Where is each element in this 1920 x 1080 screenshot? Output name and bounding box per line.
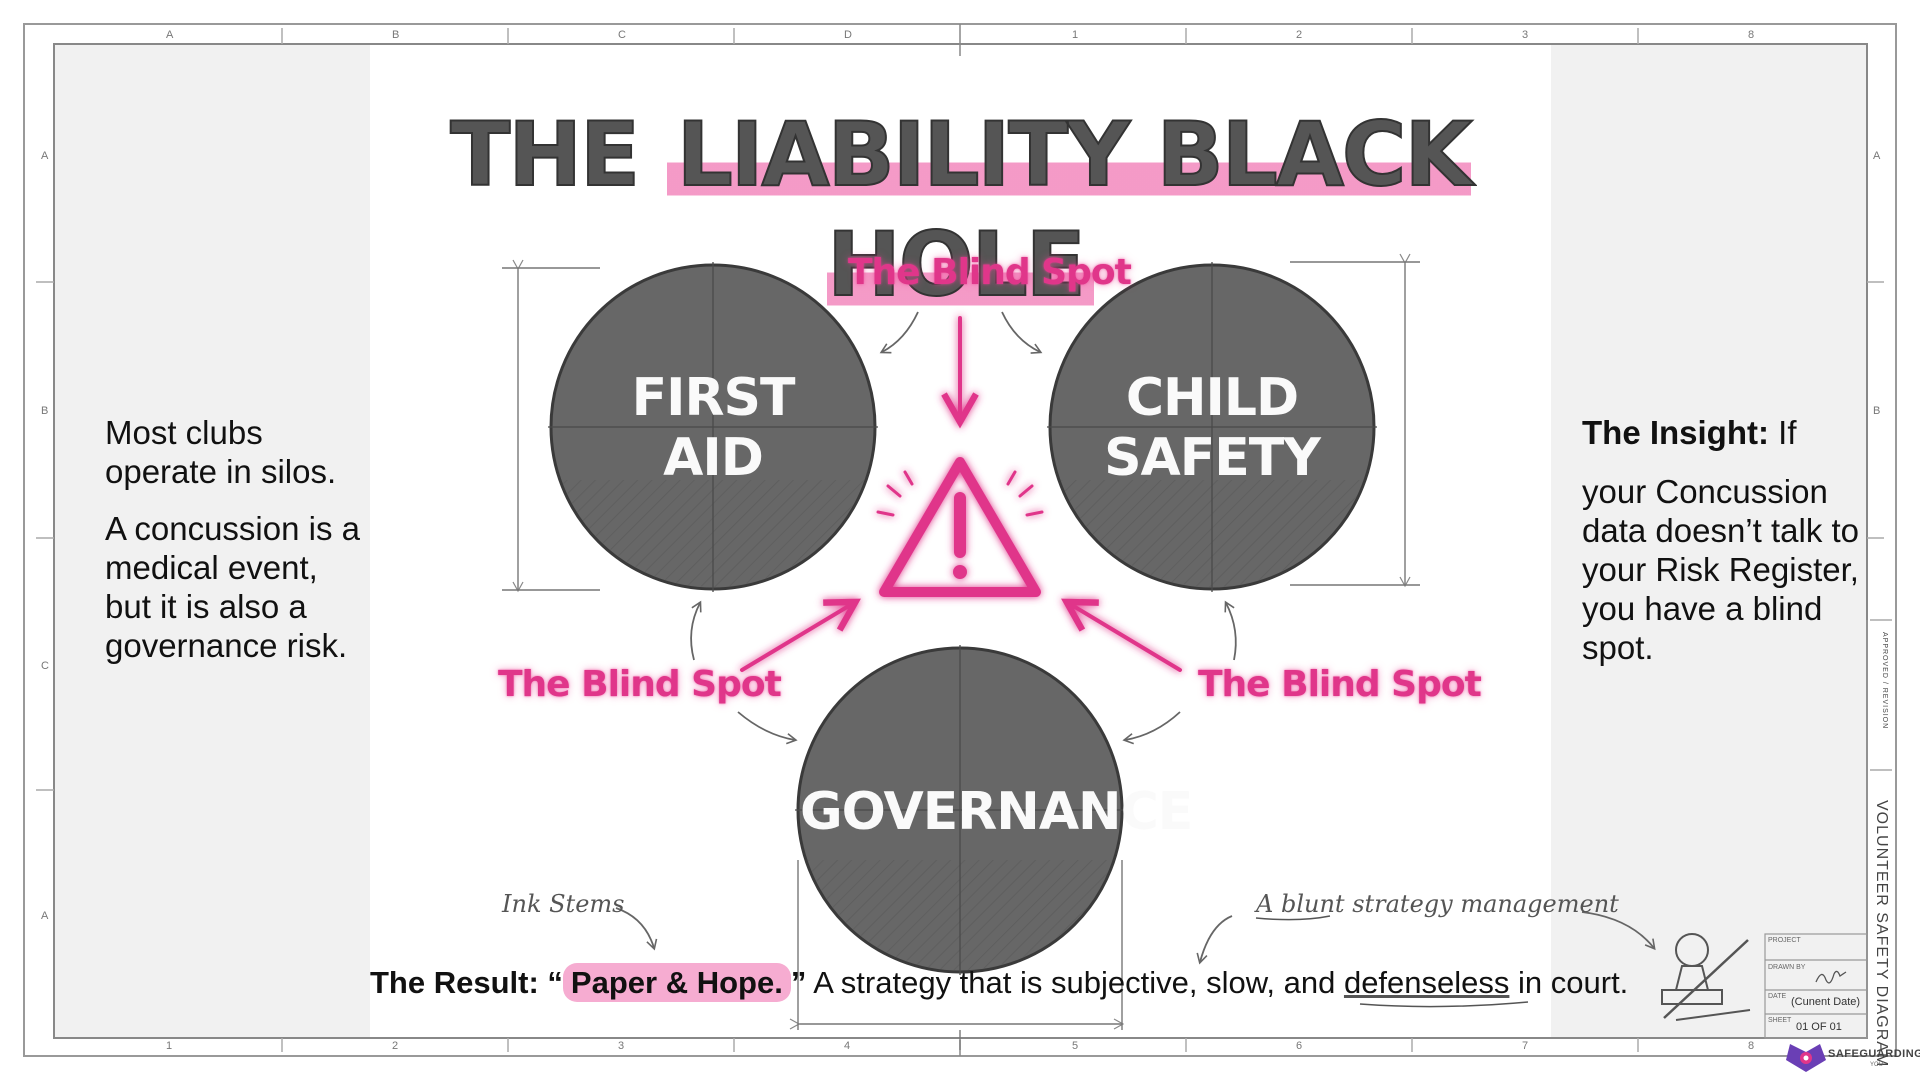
grid-top-2: B [392, 29, 400, 41]
grid-left-3: C [41, 660, 49, 672]
tb-date-label: DATE [1768, 993, 1787, 1000]
left-panel [54, 44, 370, 1038]
child-safety-line1: CHILD [1125, 368, 1299, 428]
grid-top-1: A [166, 29, 174, 41]
insight-body: your Concussion data doesn’t talk to you… [1582, 473, 1860, 666]
note-ink-stems: Ink Stems [502, 890, 625, 918]
left-text-p2: A concussion is a medical event, but it … [105, 510, 360, 664]
grid-top-6: 2 [1296, 29, 1303, 41]
circle-label-child-safety: CHILD SAFETY [1072, 368, 1352, 488]
grid-bottom-1: 1 [166, 1040, 173, 1052]
page-title: THE LIABILITY BLACK HOLE [370, 100, 1551, 317]
signature [1815, 970, 1847, 984]
first-aid-line2: AID [663, 428, 764, 488]
result-open-quote: “ [547, 965, 563, 1000]
tb-date-value: (Cunent Date) [1791, 996, 1861, 1008]
grid-bottom-6: 6 [1296, 1040, 1303, 1052]
left-text-p1: Most clubs operate in silos. [105, 414, 337, 490]
grid-right-2: B [1873, 405, 1881, 417]
grid-left-4: A [41, 910, 49, 922]
grid-top-7: 3 [1522, 29, 1529, 41]
blind-spot-top: The Blind Spot [848, 252, 1132, 293]
blind-spot-left: The Blind Spot [498, 664, 782, 705]
grid-top-3: C [618, 29, 626, 41]
grid-top-8: 8 [1748, 29, 1755, 41]
tb-sheet-value: 01 OF 01 [1796, 1021, 1842, 1033]
tb-project-label: PROJECT [1768, 937, 1801, 944]
grid-bottom-4: 4 [844, 1040, 851, 1052]
circle-label-first-aid: FIRST AID [573, 368, 853, 488]
logo-icon [1786, 1044, 1826, 1072]
result-close-quote: ” [790, 965, 807, 1000]
logo-sub: YOU [1870, 1062, 1884, 1068]
insight-lead: The Insight: [1582, 414, 1769, 451]
result-highlight: Paper & Hope. [562, 963, 791, 1002]
tb-drawn-label: DRAWN BY [1768, 964, 1806, 971]
result-after-underline: in court. [1509, 965, 1629, 1000]
logo-name: SAFEGUARDING [1828, 1048, 1920, 1060]
grid-left-1: A [41, 150, 49, 162]
result-lead: The Result: [370, 965, 539, 1000]
child-safety-line2: SAFETY [1104, 428, 1321, 488]
grid-bottom-2: 2 [392, 1040, 399, 1052]
left-text: Most clubs operate in silos. A concussio… [105, 413, 365, 683]
grid-bottom-8: 8 [1748, 1040, 1755, 1052]
title-plain: THE [449, 102, 641, 207]
result-before-underline: A strategy that is subjective, slow, and [806, 965, 1344, 1000]
arrow-left [740, 598, 861, 672]
grid-bottom-5: 5 [1072, 1040, 1079, 1052]
grid-top-5: 1 [1072, 29, 1079, 41]
result-line: The Result: “Paper & Hope.” A strategy t… [370, 963, 1628, 1002]
arrow-right [1061, 598, 1182, 672]
warning-icon [876, 457, 1044, 597]
tb-sheet-label: SHEET [1768, 1017, 1792, 1024]
tb-vertical-title: VOLUNTEER SAFETY DIAGRAM [1873, 800, 1890, 1068]
insight-if: If [1778, 414, 1797, 451]
grid-right-1: A [1873, 150, 1881, 162]
right-text: The Insight: If your Concussion data doe… [1582, 413, 1862, 685]
note-blunt-strategy: A blunt strategy management [1256, 890, 1619, 918]
circle-label-governance: GOVERNANCE [800, 782, 1193, 842]
first-aid-line1: FIRST [631, 368, 796, 428]
grid-bottom-3: 3 [618, 1040, 625, 1052]
grid-bottom-7: 7 [1522, 1040, 1529, 1052]
grid-left-2: B [41, 405, 49, 417]
grid-top-4: D [844, 29, 852, 41]
result-underlined: defenseless [1343, 965, 1510, 1000]
governance-line1: GOVERNANCE [800, 782, 1193, 842]
stamp-icon [1661, 933, 1751, 1021]
blind-spot-right: The Blind Spot [1198, 664, 1482, 705]
tb-vertical-small: APPROVED / REVISION [1881, 632, 1888, 730]
right-panel [1551, 44, 1867, 1038]
